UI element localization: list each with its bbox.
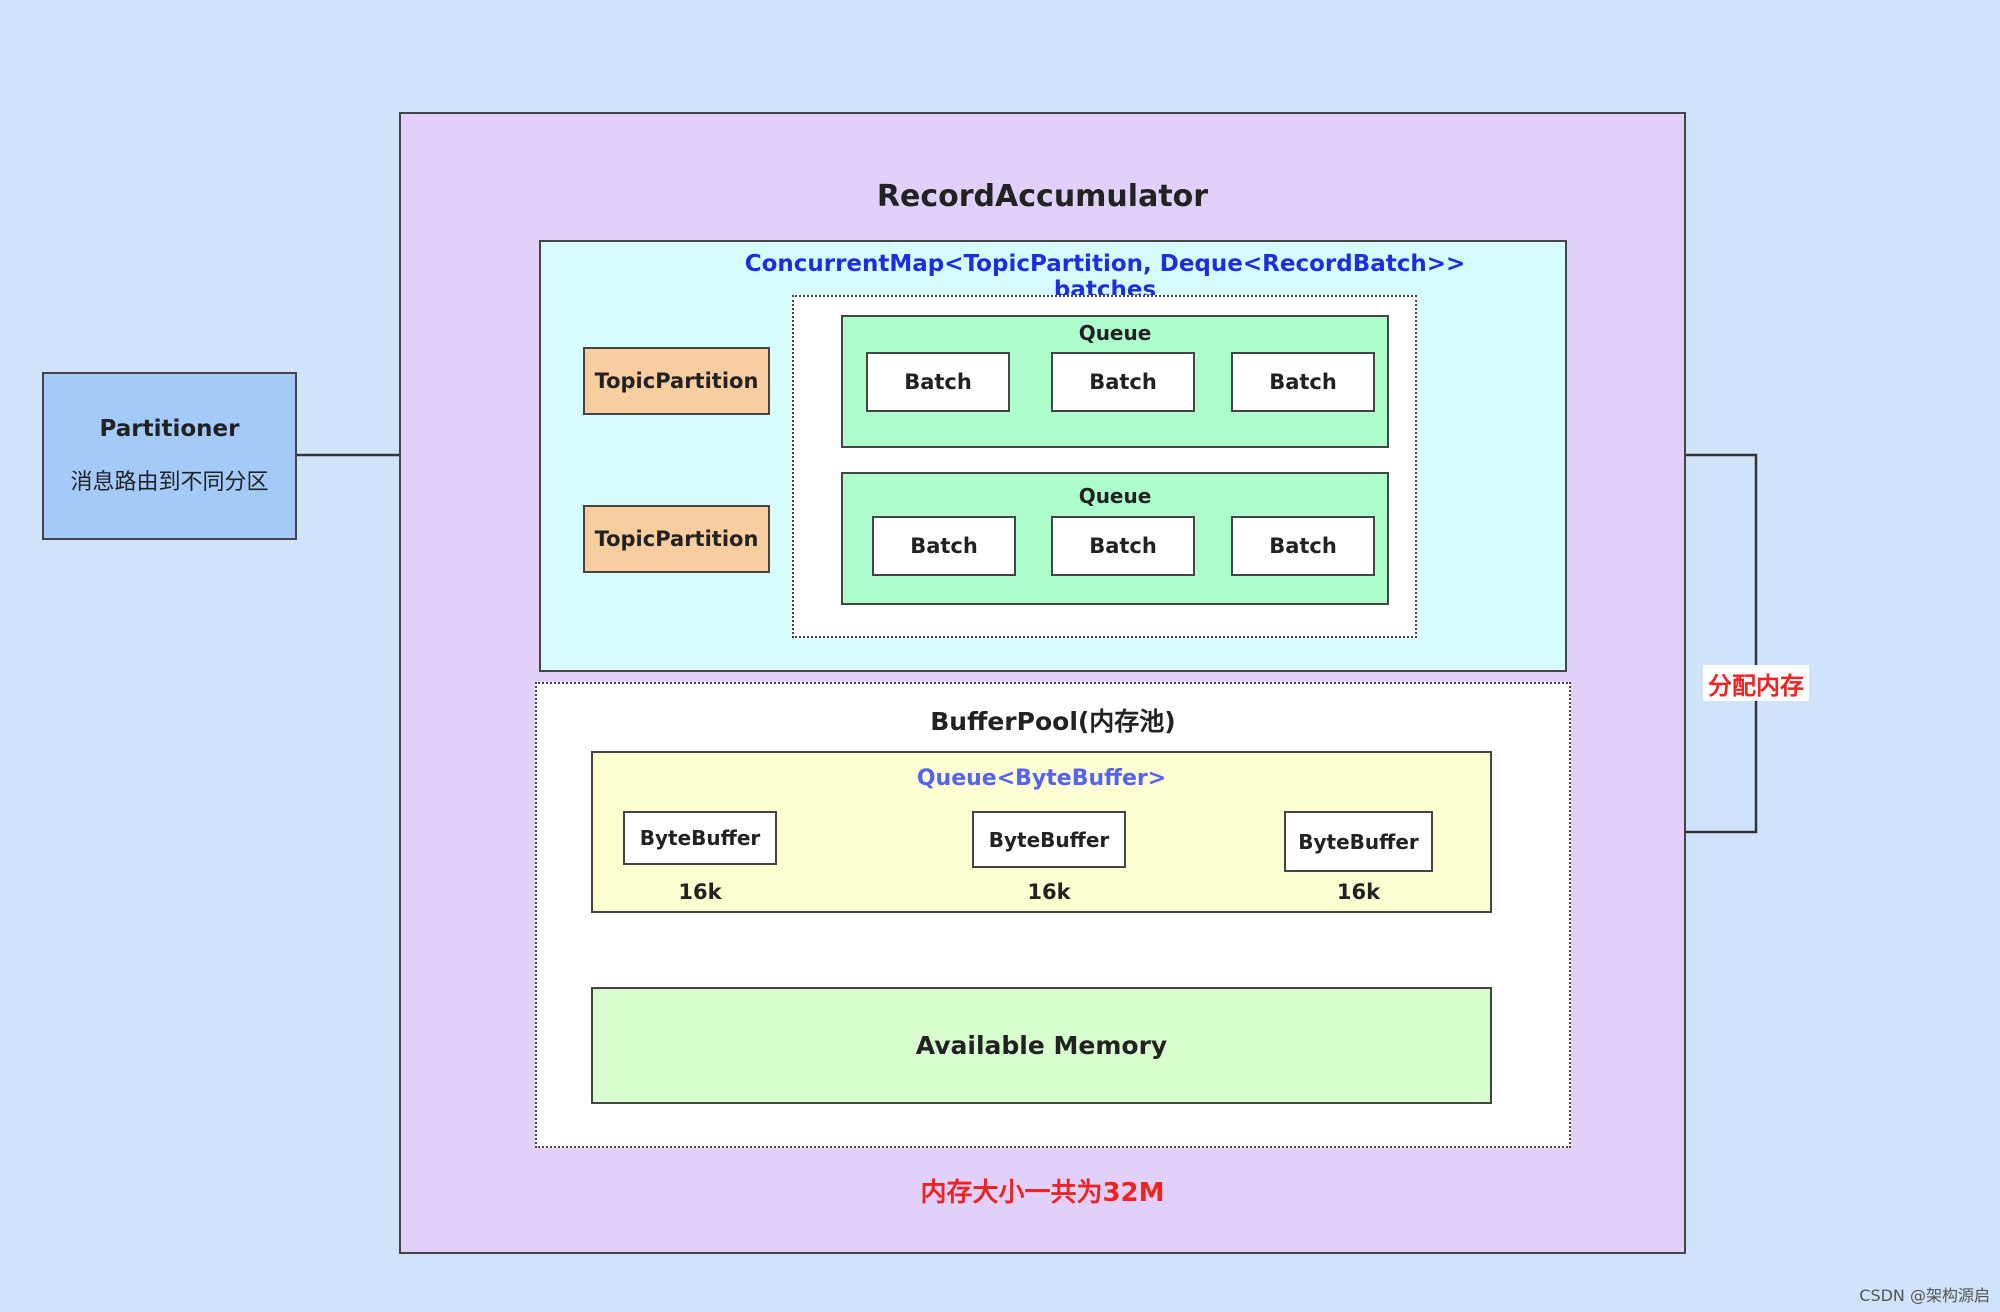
batch-2-1: Batch	[872, 516, 1016, 576]
bytebuffer-queue-title: Queue<ByteBuffer>	[916, 765, 1167, 791]
bytebuffer-3: ByteBuffer	[1284, 811, 1433, 872]
bytebuffer-2-size: 16k	[1027, 880, 1071, 904]
available-memory: Available Memory	[591, 987, 1492, 1104]
allocate-memory-label: 分配内存	[1703, 665, 1809, 701]
batch-2-3: Batch	[1231, 516, 1375, 576]
topic-partition-1: TopicPartition	[583, 347, 770, 415]
partitioner-title: Partitioner	[99, 416, 240, 442]
bytebuffer-2: ByteBuffer	[972, 811, 1126, 868]
batch-1-2: Batch	[1051, 352, 1195, 412]
queue-2-label: Queue	[1078, 484, 1152, 508]
watermark: CSDN @架构源启	[1859, 1286, 1990, 1305]
total-memory-label: 内存大小一共为32M	[920, 1177, 1165, 1208]
partitioner-box: Partitioner 消息路由到不同分区	[42, 372, 297, 540]
queue-1-label: Queue	[1078, 321, 1152, 345]
concurrent-map-title: ConcurrentMap<TopicPartition, Deque<Reco…	[744, 251, 1466, 303]
topic-partition-2: TopicPartition	[583, 505, 770, 573]
batch-2-2: Batch	[1051, 516, 1195, 576]
batch-1-3: Batch	[1231, 352, 1375, 412]
batch-1-1: Batch	[866, 352, 1010, 412]
bytebuffer-1: ByteBuffer	[623, 811, 777, 865]
partitioner-subtitle: 消息路由到不同分区	[70, 470, 269, 495]
buffer-pool-title: BufferPool(内存池)	[930, 707, 1176, 736]
record-accumulator-title: RecordAccumulator	[876, 178, 1209, 214]
bytebuffer-3-size: 16k	[1336, 880, 1381, 904]
bytebuffer-1-size: 16k	[678, 880, 722, 904]
